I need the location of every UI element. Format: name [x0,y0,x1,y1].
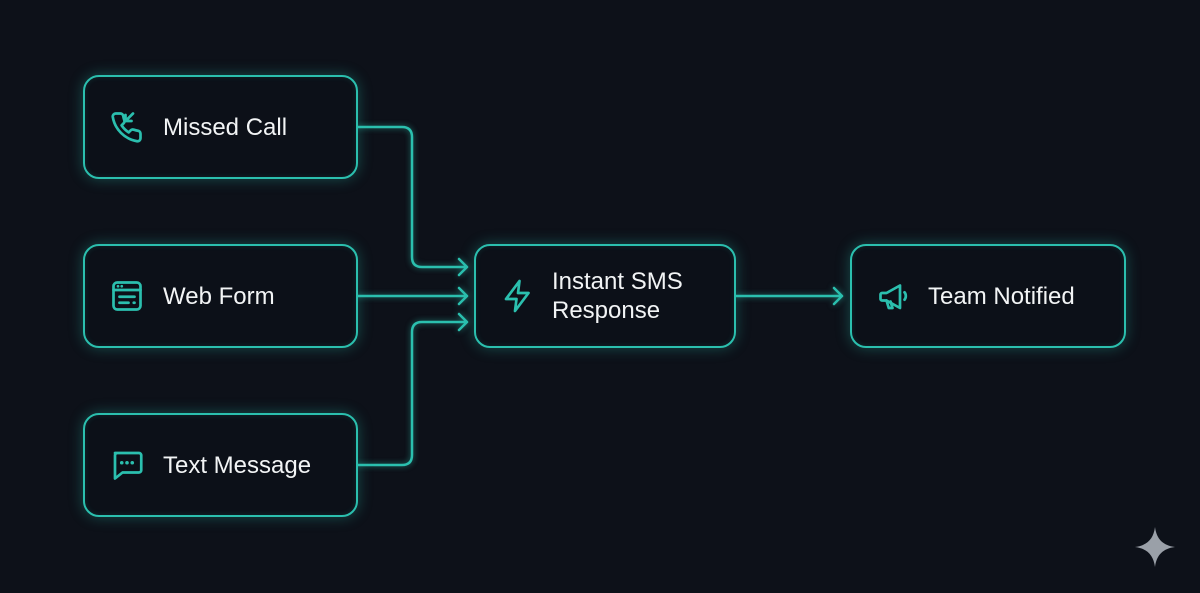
node-text-message: Text Message [83,413,358,517]
node-label: Text Message [163,451,312,479]
node-label: Missed Call [163,113,288,141]
edge-web-form-to-sms [355,286,469,306]
node-label: Instant SMS Response [552,267,683,325]
node-label: Web Form [163,282,275,310]
edge-missed-call-to-sms [355,125,469,277]
megaphone-icon [879,284,908,310]
web-form-icon [112,281,142,311]
node-label: Team Notified [928,282,1075,310]
sparkle-watermark-icon [1135,527,1175,567]
node-missed-call: Missed Call [83,75,358,179]
lightning-icon [504,279,530,313]
node-web-form: Web Form [83,244,358,348]
edge-text-message-to-sms [355,312,469,467]
chat-bubble-icon [113,451,143,480]
node-label-line1: Instant SMS [552,268,683,295]
phone-missed-icon [111,112,142,143]
node-instant-sms-response: Instant SMS Response [474,244,736,348]
edge-sms-to-team [734,286,844,306]
node-team-notified: Team Notified [850,244,1126,348]
node-label-line2: Response [552,297,661,324]
